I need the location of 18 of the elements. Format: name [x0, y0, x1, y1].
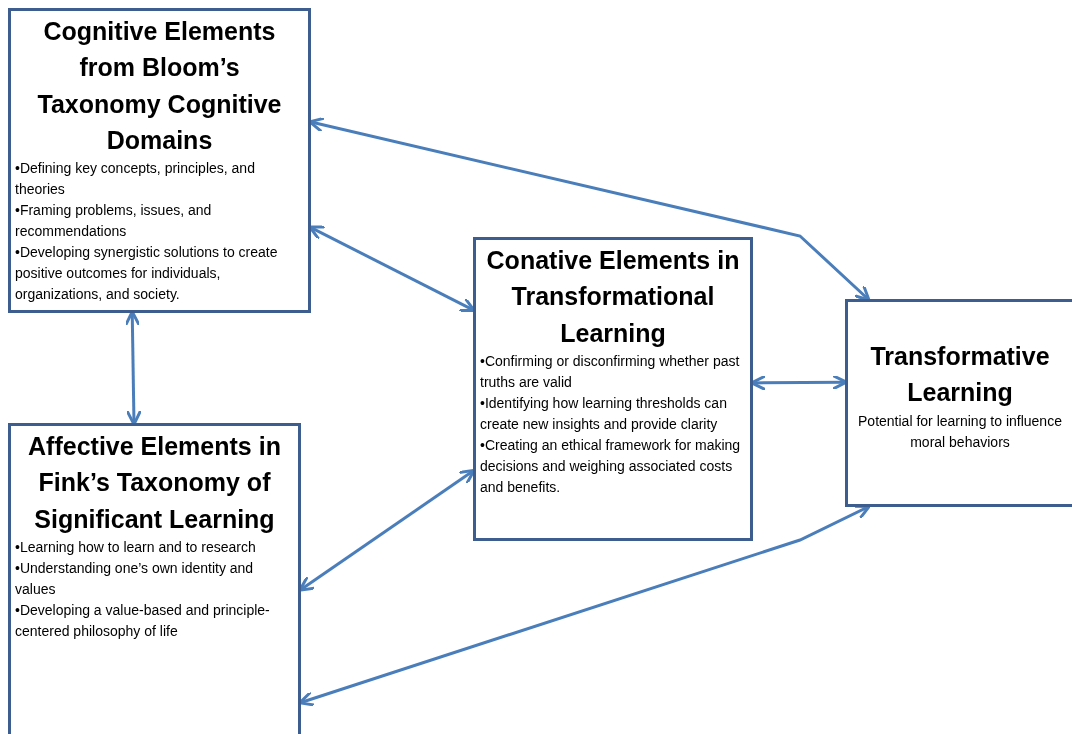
bullet-text: Potential for learning to influence moral behaviors — [857, 411, 1063, 452]
box-title: Transformative Learning — [869, 341, 1051, 409]
bullet-text: •Creating an ethical framework for making decisions and weighing associated costs and benefits. — [480, 435, 742, 497]
text-box — [845, 299, 1072, 507]
text-box — [8, 423, 301, 734]
box-title: Affective Elements in Fink’s Taxonomy of Significant Learning — [27, 431, 282, 535]
text-box — [8, 8, 311, 313]
bullet-text: •Learning how to learn and to research — [15, 537, 257, 557]
bullet-text: •Understanding one’s own identity and values — [15, 558, 255, 599]
text-box — [473, 237, 753, 541]
bullet-text: •Developing a value-based and principle-centered philosophy of life — [15, 600, 271, 641]
bullet-text: •Developing synergistic solutions to create positive outcomes for individuals, organizations, and society. — [15, 243, 279, 304]
bullet-text: •Identifying how learning thresholds can create new insights and provide clarity — [480, 393, 728, 434]
bullet-text: •Confirming or disconfirming whether past truths are valid — [480, 351, 741, 392]
bullet-text: •Framing problems, issues, and recommendations — [15, 201, 213, 241]
box-title: Cognitive Elements from Bloom’s Taxonomy Cognitive Domains — [36, 16, 283, 156]
bullet-text: •Defining key concepts, principles, and theories — [15, 159, 256, 199]
box-title: Conative Elements in Transformational Learning — [485, 245, 741, 349]
